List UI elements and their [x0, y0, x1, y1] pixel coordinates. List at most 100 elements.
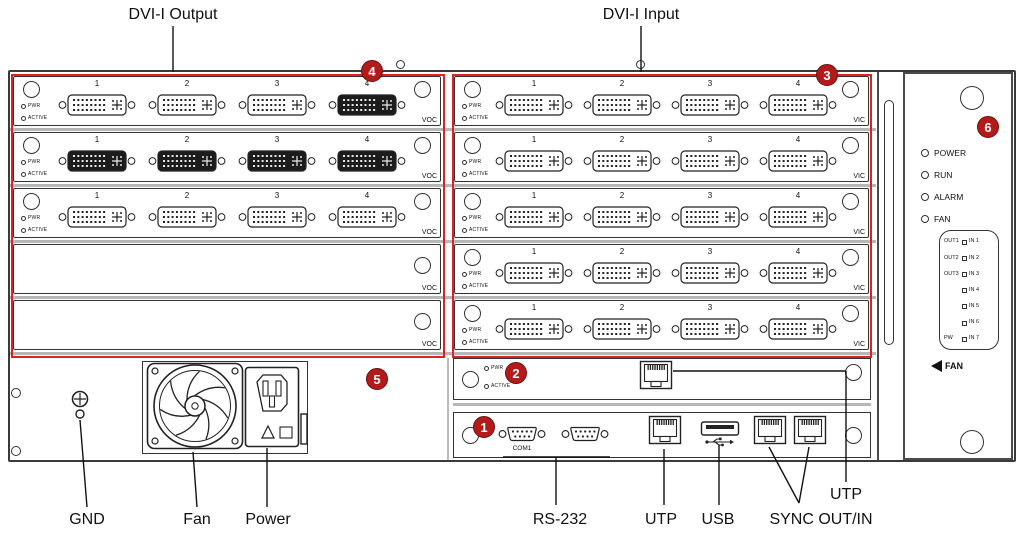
port-number: 3	[707, 135, 713, 144]
card-screw-hole	[464, 193, 481, 210]
card-screw-hole	[464, 249, 481, 266]
led-dot	[21, 216, 26, 221]
card-type-label: VOC	[421, 173, 437, 181]
utp-top-label: UTP	[830, 486, 862, 503]
card-screw-hole	[845, 427, 862, 444]
terminal-pin	[962, 239, 967, 245]
chassis-rail	[10, 128, 876, 131]
terminal-row: IN 5	[940, 299, 998, 315]
sync-in-port	[793, 415, 827, 450]
sync-label: SYNC OUT/IN	[769, 511, 873, 528]
led-dot	[462, 340, 467, 345]
pwr-led: PWR	[21, 160, 40, 165]
dvi-connector-3: 3	[671, 192, 749, 230]
dvi-connector-2: 2	[148, 192, 226, 230]
pwr-label: PWR	[491, 365, 504, 371]
card-type-label: VOC	[421, 117, 437, 125]
terminal-pin	[962, 336, 967, 342]
dvi-connector-3: 3	[238, 136, 316, 174]
port-number: 2	[184, 191, 190, 200]
pwr-led: PWR	[462, 160, 481, 165]
dvi-connector-2: 2	[148, 80, 226, 118]
port-number: 1	[531, 191, 537, 200]
card-screw-hole	[414, 313, 431, 330]
sync-out-port	[753, 415, 787, 450]
active-led: ACTIVE	[462, 284, 488, 289]
chassis-rail	[453, 403, 871, 406]
port-number: 1	[531, 79, 537, 88]
chassis-divider	[877, 72, 879, 460]
active-led: ACTIVE	[21, 116, 47, 121]
chassis-rail	[10, 352, 876, 355]
usb-label: USB	[701, 511, 735, 528]
led-dot	[921, 215, 929, 223]
terminal-row: IN 6	[940, 315, 998, 331]
port-number: 2	[619, 303, 625, 312]
gnd-label: GND	[69, 511, 105, 528]
pwr-led: PWR	[21, 104, 40, 109]
callout-4: 4	[361, 60, 383, 82]
port-number: 3	[707, 79, 713, 88]
dvi-connector-1: 1	[58, 136, 136, 174]
card-type-label: VIC	[853, 229, 865, 237]
card-screw-hole	[845, 364, 862, 381]
dvi-output-label: DVI-I Output	[128, 6, 218, 23]
utp-label: UTP	[645, 511, 677, 528]
led-dot	[462, 160, 467, 165]
dvi-connector-4: 4	[759, 80, 837, 118]
blank-slot: VOC	[13, 300, 441, 350]
led-dot	[484, 384, 489, 389]
led-dot	[462, 104, 467, 109]
top-frame-screw	[636, 60, 645, 69]
active-led: ACTIVE	[462, 340, 488, 345]
card-screw-hole	[842, 249, 859, 266]
port-number: 4	[795, 247, 801, 256]
active-led: ACTIVE	[462, 116, 488, 121]
utp-port	[648, 415, 682, 450]
active-led: ACTIVE	[484, 384, 510, 389]
port-number: 4	[795, 191, 801, 200]
card-screw-hole	[23, 137, 40, 154]
panel-screw-hole	[960, 86, 984, 110]
card-screw-hole	[842, 305, 859, 322]
led-dot	[462, 116, 467, 121]
dvi-connector-2: 2	[583, 304, 661, 342]
active-led: ACTIVE	[462, 172, 488, 177]
pwr-led: PWR	[462, 216, 481, 221]
terminal-pin	[962, 255, 967, 261]
card-screw-hole	[23, 193, 40, 210]
card-screw-hole	[414, 137, 431, 154]
power-label: Power	[245, 511, 291, 528]
led-dot	[462, 328, 467, 333]
card-type-label: VIC	[853, 173, 865, 181]
status-led-power: POWER	[921, 146, 966, 160]
led-dot	[921, 149, 929, 157]
left-frame-screw	[11, 388, 21, 398]
card-screw-hole	[414, 193, 431, 210]
led-dot	[462, 284, 467, 289]
port-number: 2	[184, 135, 190, 144]
dvi-connector-3: 3	[238, 80, 316, 118]
card-screw-hole	[462, 371, 479, 388]
handle-slot	[884, 100, 894, 345]
pwr-led: PWR	[484, 366, 503, 371]
dvi-connector-3: 3	[671, 80, 749, 118]
port-number: 1	[94, 135, 100, 144]
callout-5: 5	[366, 368, 388, 390]
control-card-lower: COM1	[453, 412, 871, 458]
card-type-label: VOC	[421, 285, 437, 293]
port-number: 4	[795, 303, 801, 312]
card-screw-hole	[23, 81, 40, 98]
led-dot	[921, 171, 929, 179]
terminal-pin	[962, 304, 967, 310]
terminal-row: IN 4	[940, 283, 998, 299]
